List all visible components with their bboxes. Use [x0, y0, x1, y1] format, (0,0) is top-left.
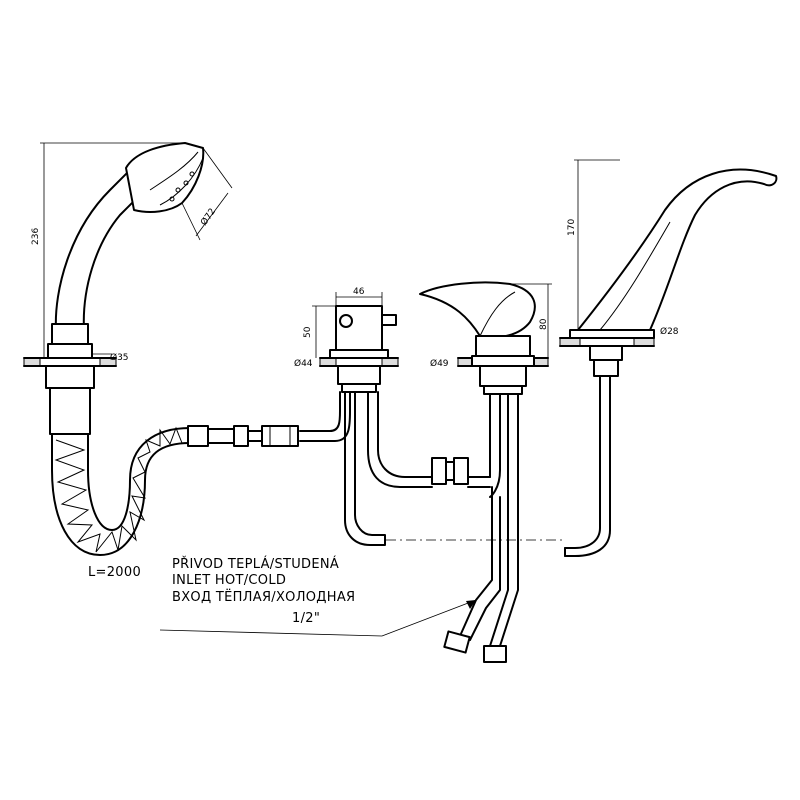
dim-shower-base-diameter: Ø35: [110, 352, 129, 363]
spout-body: [577, 168, 778, 331]
inlet-note-en: INLET HOT/COLD: [172, 573, 286, 588]
inlet-leader-line: [159, 599, 477, 637]
inlet-note-cz: PŘIVOD TEPLÁ/STUDENÁ: [172, 556, 339, 572]
mixer-tap: 80 Ø49: [419, 281, 552, 663]
shower-hose: L=2000: [51, 425, 299, 580]
dim-diverter-base-diameter: Ø44: [294, 358, 313, 369]
dim-spout-height: 170: [567, 219, 577, 236]
pipe-coupling: [431, 457, 491, 488]
diverter-valve: 46 50 Ø44: [294, 287, 433, 546]
shower-holder: [51, 323, 89, 345]
hand-shower: 236 Ø72 Ø35: [23, 142, 233, 435]
shower-handle: [54, 167, 142, 331]
dim-diverter-height: 50: [303, 326, 313, 338]
dim-mixer-height: 80: [539, 318, 549, 330]
shower-head: [125, 142, 205, 213]
dim-spout-base-diameter: Ø28: [660, 326, 679, 337]
inlet-note-ru: ВХОД ТЁПЛАЯ/ХОЛОДНАЯ: [172, 589, 355, 605]
inlet-thread-size: 1/2": [292, 611, 320, 626]
dim-mixer-base-diameter: Ø49: [430, 358, 449, 369]
inlet-note: PŘIVOD TEPLÁ/STUDENÁ INLET HOT/COLD ВХОД…: [159, 556, 477, 637]
dim-diverter-width: 46: [353, 287, 365, 297]
mixer-lever: [419, 281, 536, 339]
diverter-body: [335, 305, 383, 351]
dim-shower-height: 236: [31, 228, 41, 245]
dim-shower-head-diameter: Ø72: [198, 206, 218, 228]
mixer-body: [475, 335, 531, 357]
hose-length-label: L=2000: [88, 565, 141, 580]
bath-spout: 170 Ø28: [559, 159, 778, 557]
